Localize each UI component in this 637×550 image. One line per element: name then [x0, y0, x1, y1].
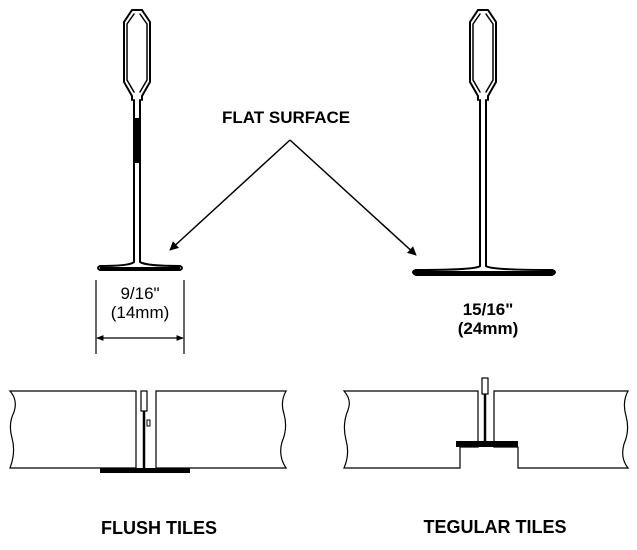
tegular-tiles-caption-text: TEGULAR TILES — [423, 517, 567, 537]
tegular-width-fraction: 15/16" — [462, 300, 514, 319]
tegular-tile-right — [493, 390, 630, 469]
arrow-to-flush-flange — [169, 139, 291, 251]
tegular-tee-loop-inner — [472, 13, 494, 93]
flush-width-label: 9/16" (14mm) — [96, 284, 184, 322]
flush-tee-bottom-flange — [100, 468, 190, 473]
tegular-width-metric: (24mm) — [457, 319, 519, 338]
flat-surface-label: FLAT SURFACE — [222, 108, 351, 127]
flush-tile-left — [8, 390, 137, 469]
tegular-tee-flange-fill — [414, 271, 554, 275]
tegular-tile-left — [342, 390, 479, 469]
tegular-tee-bulb — [481, 377, 489, 395]
flush-tile-right — [155, 390, 288, 469]
flush-width-metric: (14mm) — [110, 303, 170, 322]
arrow-to-tegular-flange — [289, 139, 417, 256]
flush-tee-loop-inner — [126, 13, 148, 93]
flush-tiles-caption: FLUSH TILES — [84, 518, 234, 539]
flush-tee-loop — [123, 9, 151, 101]
flush-tee-small-tab — [146, 419, 151, 427]
tegular-width-label: 15/16" (24mm) — [418, 300, 558, 338]
flush-tee-flange-fill — [100, 267, 180, 270]
tegular-grid-tee — [412, 9, 556, 276]
callout-arrows — [169, 139, 417, 256]
tegular-tiles-caption: TEGULAR TILES — [400, 517, 590, 538]
flush-tee-stem-dark — [134, 118, 140, 163]
flush-width-fraction: 9/16" — [120, 284, 160, 303]
flush-grid-tee — [97, 9, 183, 271]
flush-tiles-caption-text: FLUSH TILES — [101, 518, 217, 538]
flush-tee-bulb — [140, 390, 148, 412]
tegular-tee-bottom-flange — [456, 441, 518, 447]
flush-dimension — [95, 280, 185, 354]
flush-tile-assembly — [8, 390, 288, 473]
tegular-tee-loop — [469, 9, 497, 101]
tegular-tile-assembly — [342, 377, 630, 469]
